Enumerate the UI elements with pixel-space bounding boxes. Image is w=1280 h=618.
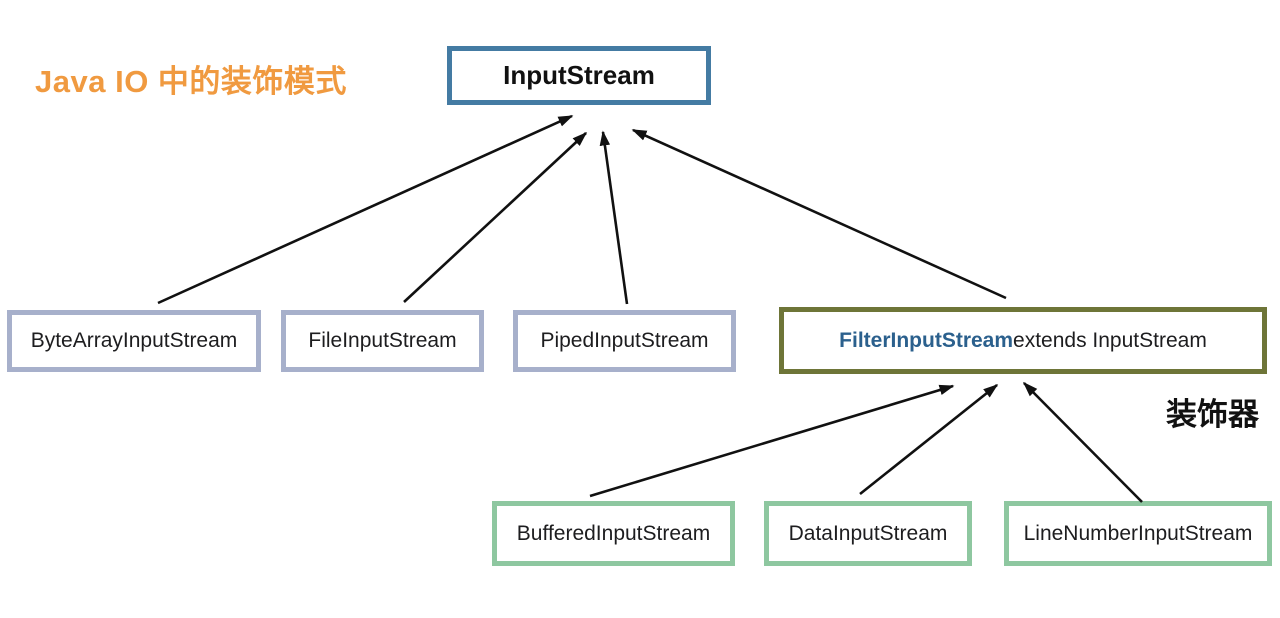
class-label-linenumberinputstream: LineNumberInputStream — [1023, 521, 1253, 545]
diagram-title: Java IO 中的装饰模式 — [35, 64, 347, 99]
class-label-inputstream: InputStream — [503, 60, 655, 90]
class-box-filterinputstream: FilterInputStream extends InputStream — [779, 307, 1267, 374]
class-box-linenumberinputstream: LineNumberInputStream — [1004, 501, 1272, 566]
class-label-bufferedinputstream: BufferedInputStream — [516, 521, 711, 545]
class-box-pipedinputstream: PipedInputStream — [513, 310, 736, 372]
inheritance-arrow-file-to-input_stream — [403, 131, 588, 303]
class-box-fileinputstream: FileInputStream — [281, 310, 484, 372]
class-label-pipedinputstream: PipedInputStream — [540, 329, 709, 352]
class-box-datainputstream: DataInputStream — [764, 501, 972, 566]
class-label-filterinputstream: FilterInputStream — [839, 328, 1014, 352]
class-label-filter-extends: extends InputStream — [1013, 328, 1207, 352]
inheritance-arrow-byte_array-to-input_stream — [157, 114, 574, 305]
class-box-bufferedinputstream: BufferedInputStream — [492, 501, 735, 566]
class-label-bytearrayinputstream: ByteArrayInputStream — [30, 329, 238, 352]
class-box-bytearrayinputstream: ByteArrayInputStream — [7, 310, 261, 372]
inheritance-arrow-buffered-to-filter — [589, 384, 955, 498]
class-box-inputstream: InputStream — [447, 46, 711, 105]
class-label-fileinputstream: FileInputStream — [308, 329, 457, 352]
inheritance-arrow-piped-to-input_stream — [599, 130, 629, 305]
inheritance-arrow-data-to-filter — [859, 383, 999, 496]
class-label-datainputstream: DataInputStream — [788, 521, 948, 545]
inheritance-arrow-line_number-to-filter — [1022, 381, 1143, 503]
decorator-annotation: 装饰器 — [1166, 397, 1259, 432]
inheritance-arrow-filter-to-input_stream — [631, 128, 1007, 300]
